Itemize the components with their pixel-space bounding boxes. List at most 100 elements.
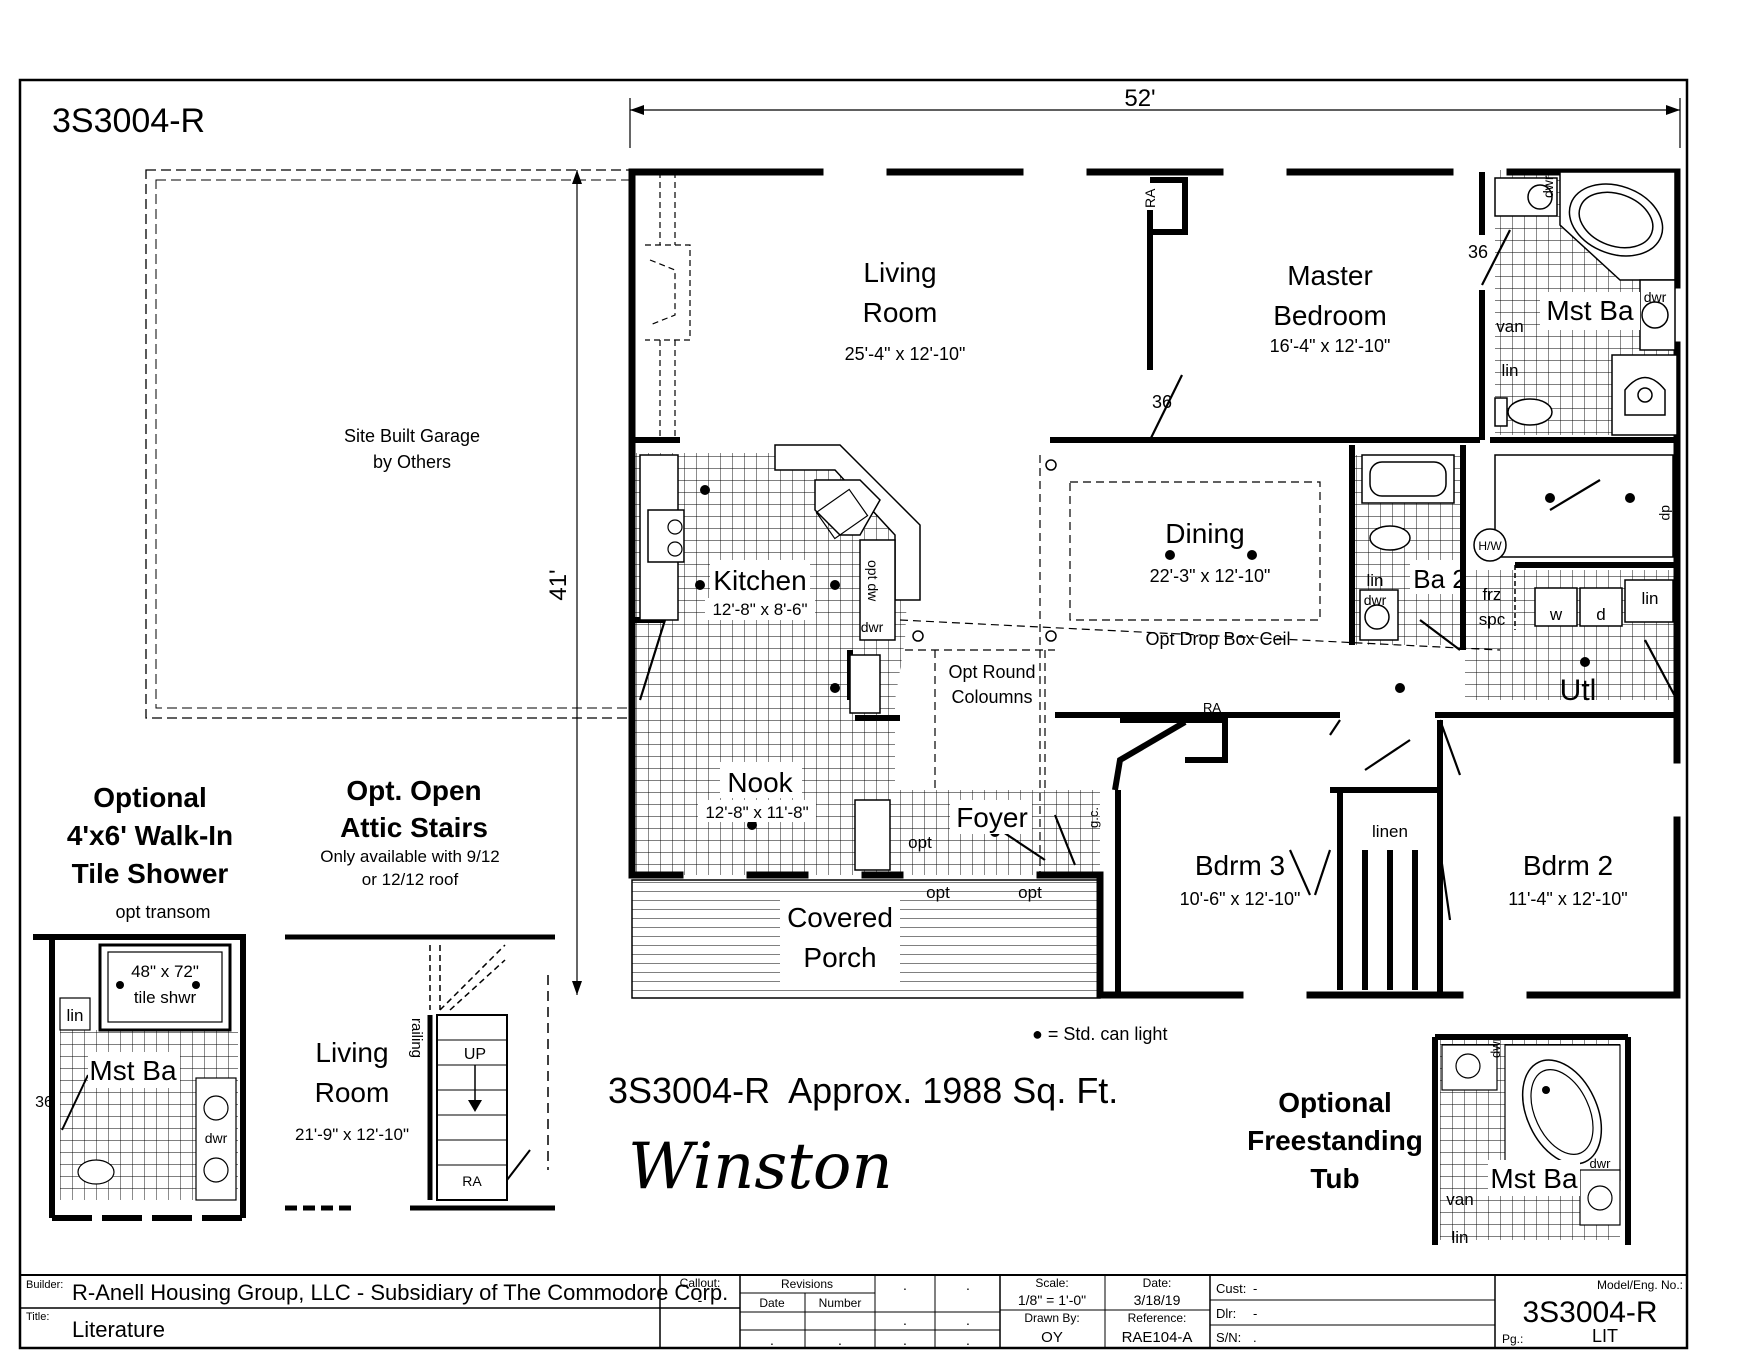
covered-porch: Covered Porch <box>631 879 1101 999</box>
dryer-label: d <box>1596 605 1605 624</box>
tub-lin-label: lin <box>1451 1228 1468 1247</box>
tub-dwr-label-1: dwr <box>1488 1036 1503 1058</box>
stairs-ra-label: RA <box>462 1173 482 1189</box>
shower-lin-label: lin <box>66 1006 83 1025</box>
utility-fixtures <box>1473 454 1674 630</box>
kitchen-counters <box>639 444 921 871</box>
living-room-label-2: Room <box>863 297 938 328</box>
reference-label: Reference: <box>1128 1311 1187 1325</box>
width-dimension: 52' <box>629 85 1681 148</box>
living-room-label-1: Living <box>863 257 936 288</box>
scale-label: Scale: <box>1035 1276 1068 1290</box>
stairs-note-1: Only available with 9/12 <box>320 847 500 866</box>
stairs-railing-label: railing <box>408 1018 425 1058</box>
kitchen-sink-icon <box>815 488 869 540</box>
sheet-border <box>18 78 1689 1350</box>
tub-title-3: Tub <box>1310 1163 1359 1194</box>
range-icon <box>667 519 683 557</box>
nook-label: Nook <box>727 767 793 798</box>
depth-dimension-label: 41' <box>545 569 572 600</box>
stairs-title-1: Opt. Open <box>346 775 481 806</box>
porch-label-2: Porch <box>803 942 876 973</box>
column-1 <box>1045 459 1057 471</box>
inset-walk-in-shower: Optional 4'x6' Walk-In Tile Shower opt t… <box>33 782 246 1221</box>
scale-value: 1/8" = 1'-0" <box>1018 1292 1086 1308</box>
revisions-date-col: Date <box>759 1296 785 1310</box>
dwr-label-1: dwr <box>1540 175 1556 198</box>
revisions-dot-1: . <box>903 1277 907 1293</box>
inset-attic-stairs: Opt. Open Attic Stairs Only available wi… <box>285 775 555 1211</box>
dp-label: dp <box>1659 505 1675 521</box>
stairs-note-2: or 12/12 roof <box>362 870 459 889</box>
opt-columns-label-1: Opt Round <box>948 662 1035 682</box>
tub-title-2: Freestanding <box>1247 1125 1423 1156</box>
revisions-dot-3: . <box>903 1312 907 1328</box>
stairs-room-label-2: Room <box>315 1077 390 1108</box>
shower-door-label: 36 <box>35 1094 53 1111</box>
spc-label: spc <box>1479 610 1506 629</box>
title-value: Literature <box>72 1317 165 1342</box>
revisions-dot-8: . <box>966 1332 970 1348</box>
utility-label: Utl <box>1560 674 1597 707</box>
column-2 <box>912 630 924 642</box>
fixture-labels: RA RA 36 36 van lin lin lin dwr dwr dwr … <box>861 175 1675 902</box>
reference-value: RAE104-A <box>1122 1329 1193 1346</box>
master-bath-label: Mst Ba <box>1546 295 1634 326</box>
revisions-number-col: Number <box>819 1296 862 1310</box>
lin-label-3: lin <box>1641 589 1658 608</box>
bedroom-2-size: 11'-4" x 12'-10" <box>1508 889 1627 909</box>
page-label: Pg.: <box>1502 1332 1523 1346</box>
dlr-value: - <box>1253 1306 1257 1321</box>
column-3 <box>1045 630 1057 642</box>
shower-transom: opt transom <box>115 902 210 922</box>
revisions-label: Revisions <box>781 1277 833 1291</box>
shower-title-1: Optional <box>93 782 207 813</box>
dining-size: 22'-3" x 12'-10" <box>1150 566 1271 586</box>
room-labels: Living Room 25'-4" x 12'-10" Master Bedr… <box>698 257 1640 909</box>
bedroom-3-size: 10'-6" x 12'-10" <box>1180 889 1301 909</box>
master-tub-icon <box>1559 171 1676 281</box>
linen-label: linen <box>1372 822 1408 841</box>
bedroom-3-label: Bdrm 3 <box>1195 850 1285 881</box>
date-label: Date: <box>1143 1276 1172 1290</box>
depth-dimension: 41' <box>545 170 582 995</box>
master-bedroom-size: 16'-4" x 12'-10" <box>1270 336 1391 356</box>
living-room-size: 25'-4" x 12'-10" <box>845 344 966 364</box>
page-value: LIT <box>1592 1326 1618 1346</box>
cust-label: Cust: <box>1216 1281 1246 1296</box>
kitchen-label: Kitchen <box>713 565 806 596</box>
dining-label: Dining <box>1165 518 1244 549</box>
garage-label-2: by Others <box>373 452 451 472</box>
opt-label-2: opt <box>926 883 950 902</box>
cust-value: - <box>1253 1281 1257 1296</box>
builder-label: Builder: <box>26 1279 63 1291</box>
revisions-dot-5: . <box>770 1332 774 1348</box>
revisions-dot-6: . <box>838 1332 842 1348</box>
lin-label-2: lin <box>1366 571 1383 590</box>
opt-label-3: opt <box>1018 883 1042 902</box>
doors <box>638 229 1678 921</box>
dwr-label-3: dwr <box>1364 592 1387 608</box>
callout-label: Callout: <box>680 1276 721 1290</box>
dwr-label-2: dwr <box>1644 289 1667 305</box>
drawn-by-label: Drawn By: <box>1024 1311 1079 1325</box>
dining-drop-box <box>899 455 1501 875</box>
stairs-up-label: UP <box>464 1046 486 1063</box>
opt-dw-label: opt dw <box>865 560 881 602</box>
fireplace <box>645 172 691 440</box>
tub-title-1: Optional <box>1278 1087 1392 1118</box>
inset-freestanding-tub: Optional Freestanding Tub Mst Ba van lin… <box>1247 1034 1631 1247</box>
bath2-fixtures <box>1359 454 1455 641</box>
dining-drop-ceiling-note: Opt Drop Box Ceil <box>1145 629 1290 649</box>
model-eng-value: 3S3004-R <box>1522 1296 1657 1329</box>
shower-size: 48" x 72" <box>131 962 199 981</box>
title-block: Builder: R-Anell Housing Group, LLC - Su… <box>20 1274 1687 1348</box>
site-built-garage: Site Built Garage by Others <box>145 169 631 719</box>
revisions-dot-4: . <box>966 1312 970 1328</box>
garage-label-1: Site Built Garage <box>344 426 480 446</box>
dwr-label-4: dwr <box>861 619 884 635</box>
shower-title-3: Tile Shower <box>72 858 229 889</box>
bedroom-2-label: Bdrm 2 <box>1523 850 1613 881</box>
opt-columns-label-2: Coloumns <box>951 687 1032 707</box>
frz-label: frz <box>1483 585 1502 604</box>
